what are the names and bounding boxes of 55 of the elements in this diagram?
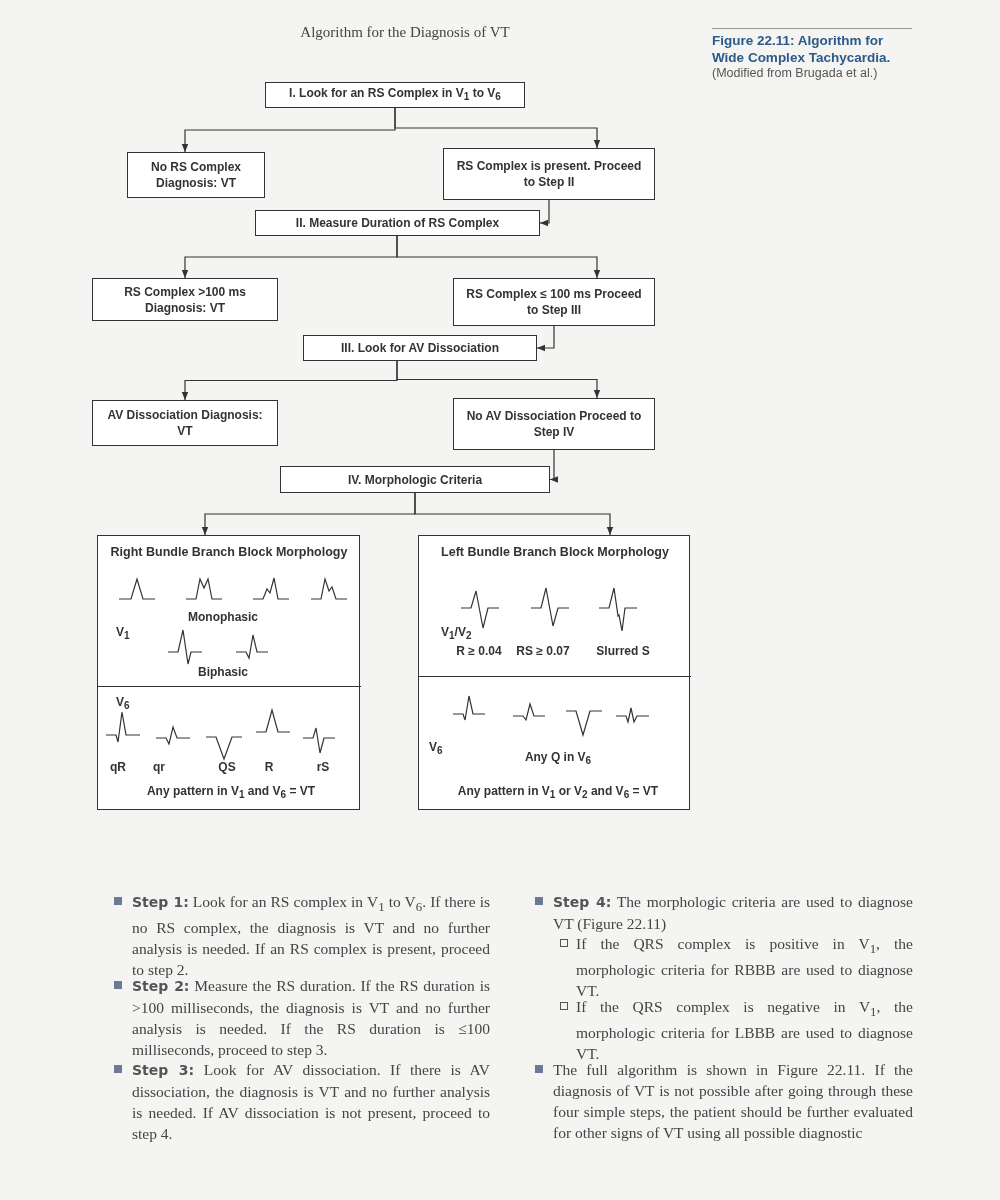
- box-text: RS Complex >100 ms Diagnosis: VT: [123, 283, 247, 316]
- process-box: [443, 148, 655, 200]
- waveform-label: R: [264, 760, 274, 775]
- waveform-label: Monophasic: [188, 610, 258, 625]
- box-text: IV. Morphologic Criteria: [346, 471, 484, 488]
- waveform-label: Slurred S: [596, 644, 650, 659]
- criteria-text: Any Q in V$_{6}$: [524, 750, 592, 769]
- paragraph: Step 4: The morphologic criteria are used to diagnose VT (Figure 22.11): [553, 892, 913, 934]
- criteria-text: Any pattern in V$_{1}$ and V$_{6}$ = VT: [146, 784, 316, 803]
- arrow: [414, 492, 614, 536]
- box-text: RS Complex ≤ 100 ms Proceed to Step III: [465, 286, 643, 318]
- process-box: [453, 278, 655, 326]
- waveform-label: QS: [218, 760, 236, 775]
- criteria-text: Any pattern in V$_{1}$ or V$_{2}$ and V$_{6}$ = VT: [457, 784, 659, 803]
- panel-heading: Right Bundle Branch Block Morphology: [110, 545, 348, 560]
- lead-label: V$_{1}$: [116, 625, 130, 644]
- panel-heading: Left Bundle Branch Block Morphology: [441, 545, 669, 560]
- lead-label: V$_{6}$: [429, 740, 443, 759]
- process-box: [92, 400, 278, 446]
- waveform-label: Biphasic: [198, 665, 248, 680]
- paragraph: Step 1: Look for an RS complex in V$_{1}$ to V$_{6}$. If there is no RS complex, the diagnosis is VT and no further analysis is needed. If an RS complex is present, proceed to step 2.: [132, 892, 490, 980]
- process-box: [303, 335, 537, 361]
- paragraph: Step 3: Look for AV dissociation. If there is AV dissociation, the diagnosis is VT and no further analysis is needed. If AV dissociation is not present, proceed to step 4.: [132, 1060, 490, 1144]
- waveform-label: qR: [110, 760, 126, 775]
- arrow: [549, 449, 559, 483]
- box-text: No AV Dissociation Proceed to Step IV: [465, 408, 643, 440]
- paragraph: Step 2: Measure the RS duration. If the RS duration is >100 milliseconds, the diagnosis is VT and no further analysis is needed. If the RS duration is ≤100 milliseconds, proceed to step 3.: [132, 977, 490, 1060]
- box-text: RS Complex is present. Proceed to Step II: [455, 158, 643, 190]
- lead-label: V$_{6}$: [116, 695, 130, 714]
- arrow: [396, 235, 601, 279]
- arrow: [394, 107, 601, 149]
- waveform-label: RS ≥ 0.07: [516, 644, 570, 659]
- arrow: [536, 325, 555, 352]
- figure-caption: Figure 22.11: Algorithm for Wide Complex Tachycardia.: [712, 28, 912, 66]
- box-text: No RS Complex Diagnosis: VT: [150, 159, 242, 191]
- process-box: [127, 152, 265, 198]
- box-text: II. Measure Duration of RS Complex: [294, 215, 501, 231]
- process-box: [453, 398, 655, 450]
- lead-label: V$_{1}$/V$_{2}$: [441, 625, 472, 644]
- box-text: III. Look for AV Dissociation: [340, 340, 500, 356]
- arrow: [396, 360, 601, 399]
- process-box: [255, 210, 540, 236]
- diagram-title: Algorithm for the Diagnosis of VT: [300, 24, 510, 41]
- source-note: (Modified from Brugada et al.): [712, 66, 879, 80]
- waveform-label: R ≥ 0.04: [456, 644, 502, 659]
- waveform-label: qr: [153, 760, 165, 775]
- process-box: [280, 466, 550, 493]
- process-box: [92, 278, 278, 321]
- box-text: AV Dissociation Diagnosis: VT: [106, 407, 264, 439]
- criteria-panel: [97, 535, 360, 810]
- box-text: I. Look for an RS Complex in V$_{1}$ to V$_{6}$: [288, 84, 502, 105]
- criteria-panel: [418, 535, 690, 810]
- waveform-label: rS: [316, 760, 330, 775]
- arrow: [539, 199, 550, 227]
- process-box: [265, 82, 525, 108]
